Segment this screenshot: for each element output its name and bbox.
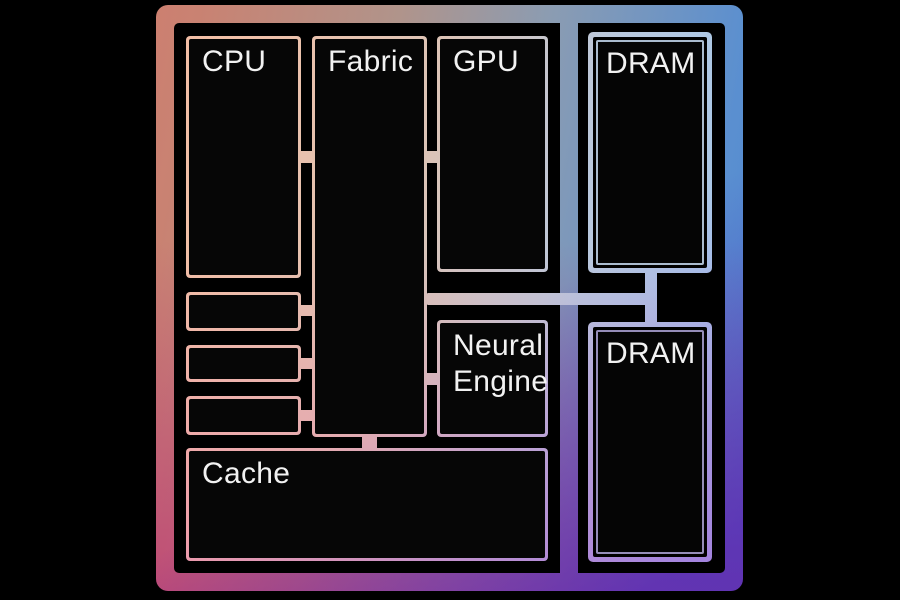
block-fabric: Fabric xyxy=(312,36,427,437)
block-neural-engine: Neural Engine xyxy=(437,320,548,437)
block-small-1 xyxy=(186,292,301,331)
neural-engine-label: Neural Engine xyxy=(453,329,549,398)
connector-cpu-fabric xyxy=(298,151,315,163)
cache-label: Cache xyxy=(202,457,291,490)
cpu-label: CPU xyxy=(202,45,267,78)
block-small-2 xyxy=(186,345,301,382)
block-cpu: CPU xyxy=(186,36,301,278)
connector-fabric-dram-horizontal xyxy=(427,293,652,305)
block-cache: Cache xyxy=(186,448,548,561)
connector-fabric-gpu xyxy=(424,151,440,163)
block-small-3 xyxy=(186,396,301,435)
connector-smallblock1-fabric xyxy=(298,305,315,316)
block-dram-2: DRAM xyxy=(588,322,712,562)
connector-smallblock2-fabric xyxy=(298,358,315,369)
dram1-label: DRAM xyxy=(606,47,696,80)
connector-fabric-cache xyxy=(362,435,377,450)
connector-fabric-neural-engine xyxy=(424,373,440,385)
fabric-label: Fabric xyxy=(328,45,414,78)
dram2-label: DRAM xyxy=(606,337,696,370)
block-dram-1: DRAM xyxy=(588,32,712,273)
block-gpu: GPU xyxy=(437,36,548,272)
gpu-label: GPU xyxy=(453,45,519,78)
connector-dram1-dram2-vertical xyxy=(645,271,657,324)
connector-smallblock3-fabric xyxy=(298,410,315,421)
